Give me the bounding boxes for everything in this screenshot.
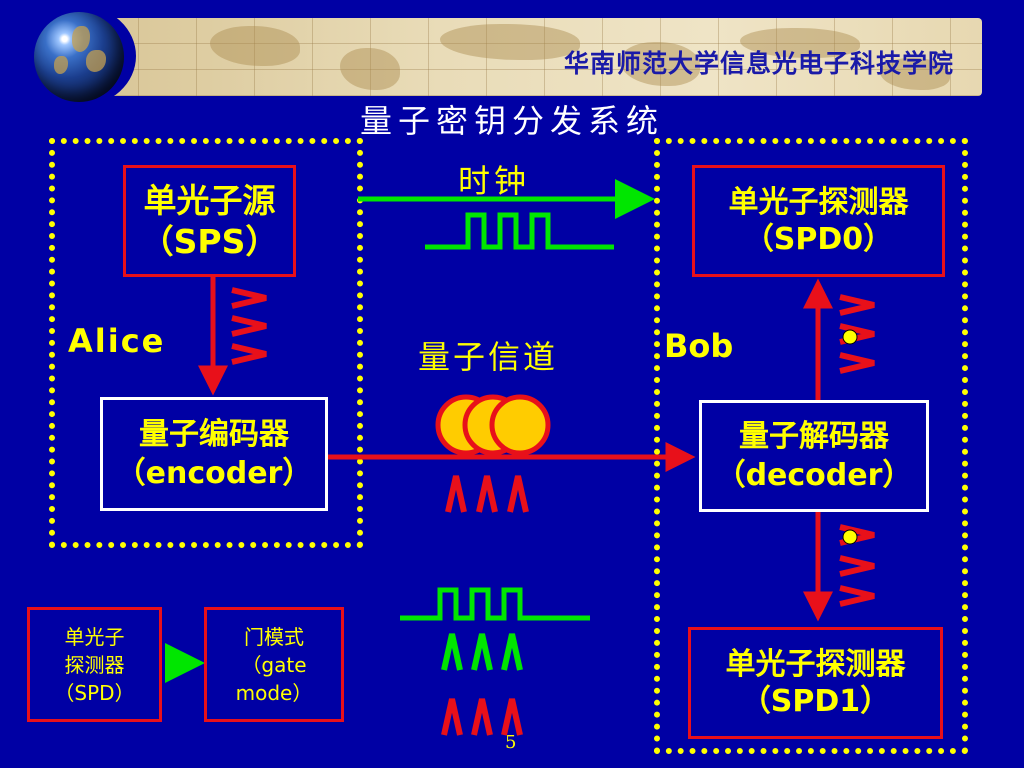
alice-label: Alice	[68, 322, 166, 360]
page-number: 5	[505, 732, 517, 753]
legend-gate-box: 门模式 （gate mode）	[204, 607, 344, 722]
spd0-label: 单光子探测器	[728, 184, 909, 220]
clock-label: 时钟	[458, 162, 531, 200]
legend-gate-line1: 门模式	[244, 624, 304, 649]
quantum-channel-label: 量子信道	[418, 338, 559, 376]
bob-label: Bob	[664, 327, 734, 365]
alice-frame	[49, 138, 363, 548]
encoder-label: 量子编码器	[139, 417, 289, 452]
spd1-box: 单光子探测器 （SPD1）	[688, 627, 943, 739]
legend-spd-line3: （SPD）	[54, 680, 135, 705]
photon-chevrons-bob	[839, 294, 875, 607]
channel-chevrons	[445, 475, 529, 513]
spd1-label: 单光子探测器	[725, 646, 906, 682]
quantum-encoder-box: 量子编码器 （encoder）	[100, 397, 328, 511]
encoder-abbr: （encoder）	[115, 456, 313, 491]
page-title: 量子密钥分发系统	[359, 102, 664, 140]
decoder-label: 量子解码器	[739, 419, 889, 454]
institute-name: 华南师范大学信息光电子科技学院	[563, 49, 954, 78]
bob-frame	[654, 138, 968, 754]
source-label: 单光子源	[143, 180, 276, 220]
legend-gate-line3: mode）	[235, 680, 313, 705]
single-photon-source-box: 单光子源 （SPS）	[123, 165, 296, 277]
photon-group	[435, 394, 551, 456]
spd0-box: 单光子探测器 （SPD0）	[692, 165, 945, 277]
gate-chevrons-green	[441, 633, 523, 671]
header-banner: 华南师范大学信息光电子科技学院	[80, 18, 982, 96]
globe-icon	[34, 12, 124, 102]
source-abbr: （SPS）	[140, 222, 279, 261]
spd0-abbr: （SPD0）	[743, 222, 894, 257]
spd1-abbr: （SPD1）	[740, 684, 891, 719]
detection-dot-spd0	[842, 329, 858, 345]
decoder-abbr: （decoder）	[715, 458, 913, 493]
legend-spd-line1: 单光子	[64, 624, 125, 649]
quantum-decoder-box: 量子解码器 （decoder）	[699, 400, 929, 512]
photon-chevrons-alice	[231, 287, 267, 365]
legend-spd-box: 单光子 探测器 （SPD）	[27, 607, 162, 722]
detection-dot-spd1	[842, 529, 858, 545]
gate-pulse-train	[400, 587, 590, 621]
legend-spd-line2: 探测器	[64, 652, 125, 677]
gate-chevrons-red	[441, 698, 523, 736]
clock-pulse-train	[425, 212, 614, 250]
legend-gate-line2: （gate	[241, 652, 307, 677]
